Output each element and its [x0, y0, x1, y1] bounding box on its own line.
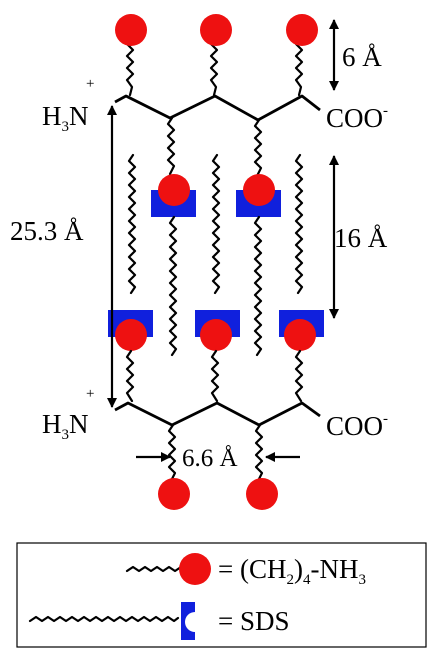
- bottom-hanging-chain-1: [167, 423, 177, 483]
- top-hanging-chain-2: [253, 118, 263, 178]
- bottom-hanging-chain-2: [254, 423, 264, 483]
- sds-upper-row: [151, 174, 281, 217]
- bottom-amine-head-1: [158, 478, 190, 510]
- legend-sds-chain: [28, 615, 180, 623]
- bottom-hanging-chains: [158, 423, 278, 510]
- top-amine-head-2: [200, 14, 232, 46]
- top-backbone: [114, 94, 321, 122]
- amine-bottom-label: H3N: [42, 409, 89, 443]
- top-amine-head-3: [286, 14, 318, 46]
- bottom-side-chains-up: [125, 349, 304, 403]
- legend-amine-head-icon: [179, 553, 211, 585]
- amine-bottom-charge: +: [86, 386, 94, 402]
- legend-sds-head-icon: [181, 602, 195, 640]
- dim-head-label: 6 Å: [342, 42, 382, 72]
- interdigit-chain-1: [127, 153, 137, 295]
- bottom-up-chain-3: [294, 349, 304, 403]
- legend-sds-label: = SDS: [218, 606, 290, 636]
- top-backbone-chains: [166, 116, 263, 178]
- legend-lysine-chain: [125, 565, 189, 573]
- top-lysine-side-chains: [115, 14, 318, 97]
- top-amine-head-1: [115, 14, 147, 46]
- bottom-amine-head-2: [246, 478, 278, 510]
- sds-upper-tails: [168, 215, 263, 357]
- interdigit-chain-2: [211, 153, 221, 295]
- top-side-chain-3: [294, 36, 304, 97]
- top-side-chain-2: [209, 36, 219, 97]
- bottom-up-chain-2: [210, 349, 220, 403]
- amine-head-upper-2: [243, 174, 275, 206]
- dim-spacing-label: 6.6 Å: [182, 445, 238, 472]
- sds-lower-row: [108, 310, 324, 351]
- sds-upper-tail-2: [253, 215, 263, 357]
- carboxyl-bottom-label: COO-: [326, 411, 388, 441]
- amine-head-lower-2: [200, 319, 232, 351]
- interdigit-chain-3: [294, 153, 304, 295]
- bottom-up-chain-1: [125, 349, 135, 403]
- dim-layer-label: 25.3 Å: [10, 216, 84, 246]
- amine-top-charge: +: [86, 76, 94, 92]
- bottom-backbone: [114, 401, 321, 427]
- legend-box: [16, 542, 427, 648]
- sds-upper-tail-1: [168, 215, 178, 357]
- amine-top-label: H3N: [42, 101, 89, 135]
- amine-head-lower-1: [115, 319, 147, 351]
- top-side-chain-1: [125, 36, 135, 97]
- amine-head-lower-3: [284, 319, 316, 351]
- dim-chain-label: 16 Å: [334, 223, 388, 253]
- amine-head-upper-1: [158, 174, 190, 206]
- legend-lysine-label: = (CH2)4-NH3: [218, 554, 366, 588]
- interdigitated-chains: [127, 153, 304, 295]
- top-hanging-chain-1: [166, 116, 176, 176]
- carboxyl-top-label: COO-: [326, 103, 388, 133]
